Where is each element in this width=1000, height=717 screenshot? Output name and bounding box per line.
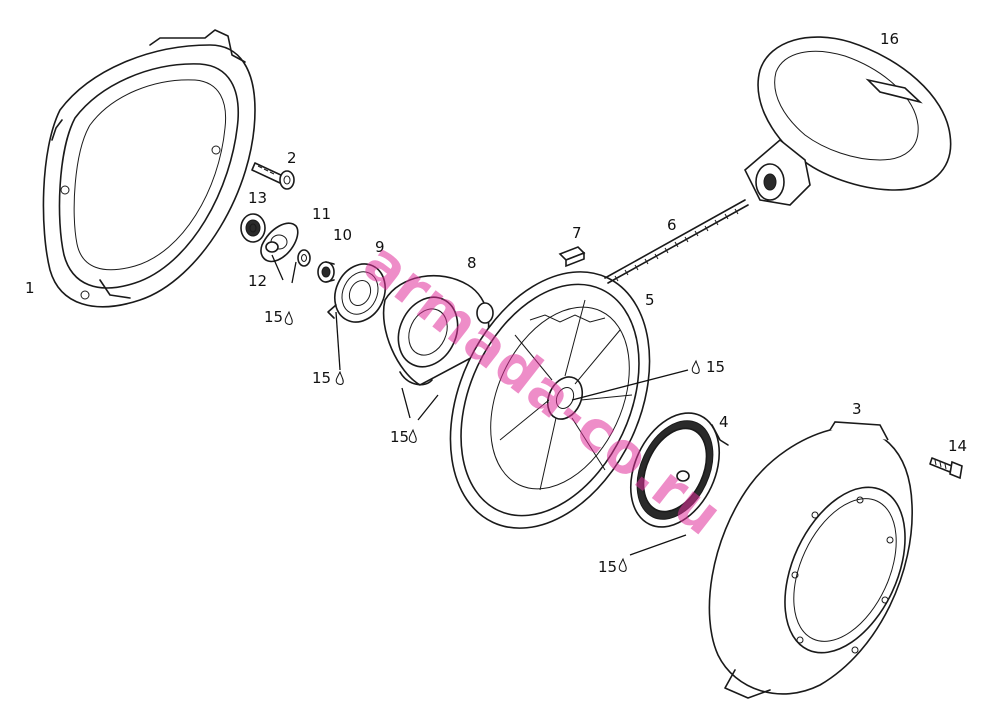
drop-icon [691,359,700,374]
callout-12: 12 [248,272,267,290]
callout-15-reel: 15 [706,358,725,376]
callout-labels: 1 2 3 4 5 6 7 8 9 10 11 12 13 14 16 15 1… [25,30,967,576]
callout-15-spring: 15 [598,558,617,576]
drop-icon [335,370,344,385]
part-11-washer [297,249,311,267]
drop-icon [408,428,417,443]
part-2-screw [251,162,295,190]
part-16-handle [744,36,952,206]
callout-13: 13 [248,189,267,207]
lubricant-drop-icons [284,310,700,572]
callout-16: 16 [880,30,899,48]
callout-2: 2 [287,149,297,167]
callout-3: 3 [852,400,862,418]
callout-6: 6 [667,216,677,234]
callout-9: 9 [375,238,385,256]
callout-4: 4 [719,413,729,431]
part-3-starter-housing [708,421,913,699]
leader-lines [271,254,689,556]
part-1-mounting-frame [42,29,256,308]
callout-7: 7 [572,224,582,242]
part-7-key [558,246,586,268]
callout-15-hub: 15 [390,428,409,446]
part-14-bolt [929,457,963,480]
part-4-recoil-spring [629,412,729,528]
drop-icon [618,557,627,572]
callout-10: 10 [333,226,352,244]
drop-icon [284,310,293,325]
callout-14: 14 [948,437,967,455]
part-8-reel-hub [382,274,494,386]
part-13-ratchet [240,213,266,243]
part-6-starter-rope [604,199,749,284]
callout-15-seal: 15 [264,308,283,326]
callout-5: 5 [645,291,655,309]
callout-8: 8 [467,254,477,272]
callout-15-pawl: 15 [312,369,331,387]
part-5-pulley-reel [449,271,651,529]
part-10-bushing [317,261,335,283]
callout-11: 11 [312,205,331,223]
callout-1: 1 [25,279,35,297]
part-12-friction-plate [260,222,299,263]
part-9-pawl-spring [327,263,386,323]
